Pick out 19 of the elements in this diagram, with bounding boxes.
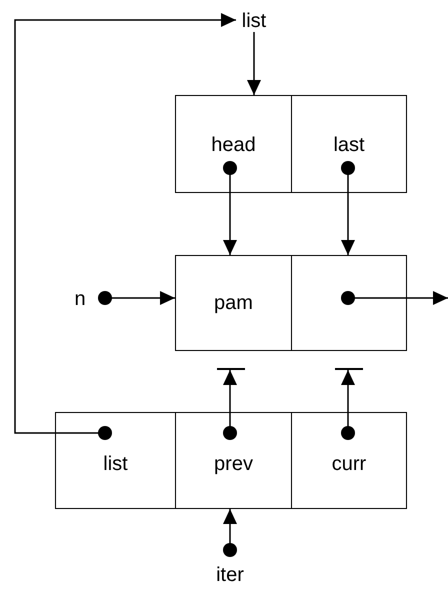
struct-field-cell: prev [175,412,292,509]
pointer-arrow [223,509,237,557]
pointer-arrow [341,370,355,440]
pointer-arrow [98,291,175,305]
pointer-arrow [223,370,237,440]
struct-field-cell: list [55,412,176,509]
pointer-arrow [341,161,355,255]
struct-field-cell [291,255,407,351]
variable-label: n [70,288,90,310]
pointer-arrow [223,161,237,255]
variable-label: iter [212,564,248,586]
struct-field-cell: curr [291,412,407,509]
struct-field-cell: head [175,95,292,193]
pointer-arrow [14,13,236,440]
pointer-arrow [341,291,448,305]
struct-field-cell: last [291,95,407,193]
variable-label: list [236,10,272,32]
pointer-arrow [247,32,261,95]
struct-field-cell: pam [175,255,292,351]
